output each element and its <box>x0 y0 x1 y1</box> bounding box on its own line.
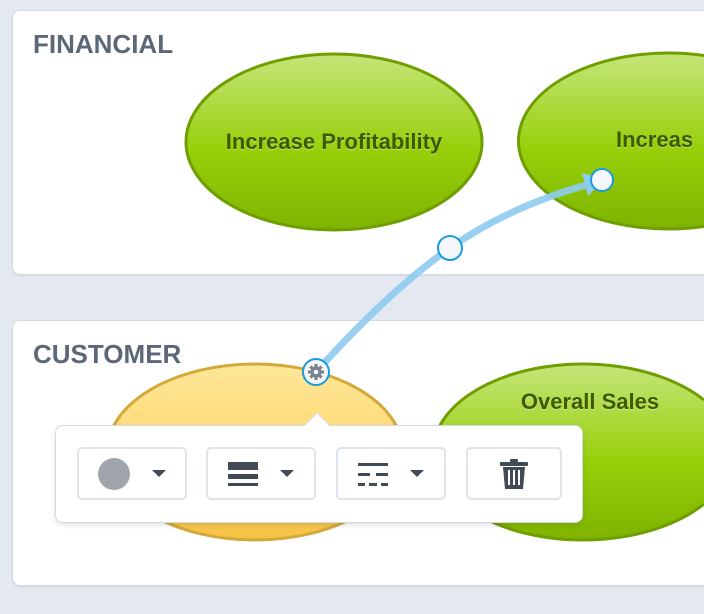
chevron-down-icon <box>410 470 424 477</box>
section-title: CUSTOMER <box>33 339 182 369</box>
trash-icon <box>500 458 528 489</box>
section-title: FINANCIAL <box>33 29 174 59</box>
chevron-down-icon <box>152 470 166 477</box>
objective-increase-profitability[interactable] <box>184 52 484 232</box>
objective-label: Overall Sales <box>520 389 660 414</box>
circle-icon <box>98 457 130 490</box>
objective-financial-right[interactable] <box>517 51 704 231</box>
gear-icon <box>308 364 324 380</box>
link-end-handle[interactable] <box>590 168 614 192</box>
link-style-toolbar <box>55 412 583 523</box>
line-weight-icon <box>228 461 258 486</box>
objective-label: Increase Profitability <box>225 129 443 154</box>
chevron-down-icon <box>280 470 294 477</box>
link-midpoint-handle[interactable] <box>437 235 463 261</box>
line-weight-dropdown-button[interactable] <box>206 447 316 500</box>
dash-style-icon <box>358 462 388 486</box>
delete-button[interactable] <box>466 447 562 500</box>
line-style-dropdown-button[interactable] <box>336 447 446 500</box>
color-dropdown-button[interactable] <box>77 447 187 500</box>
objective-label: Increas <box>616 127 694 152</box>
